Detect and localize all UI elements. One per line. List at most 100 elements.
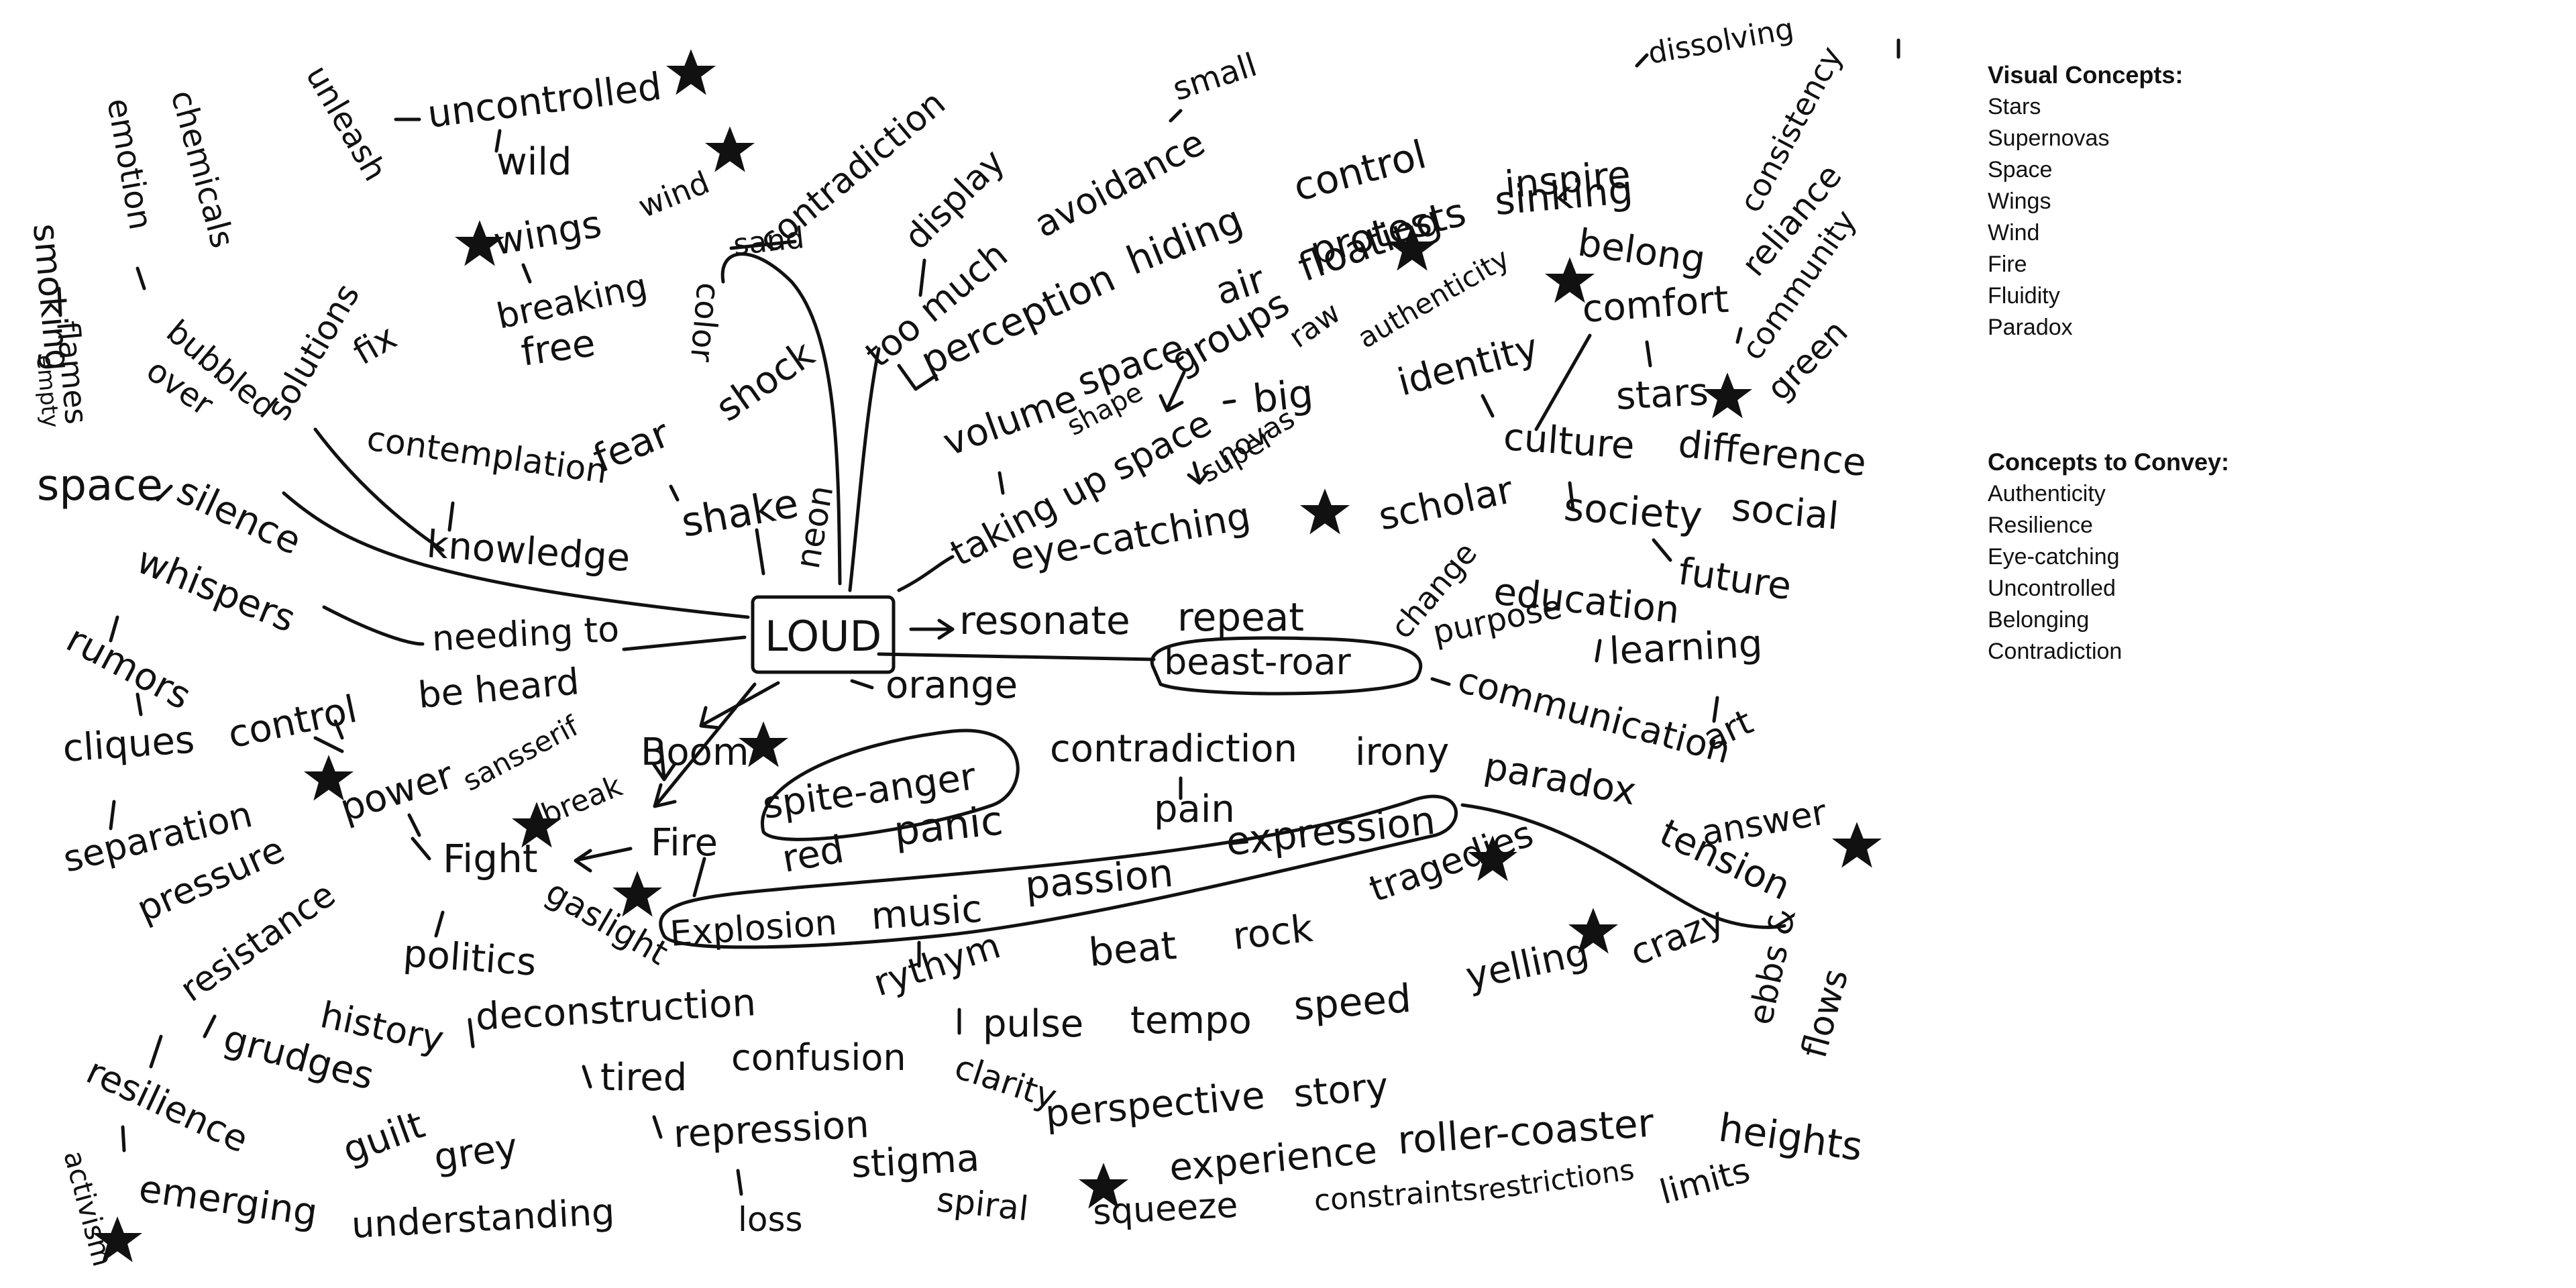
list-item: Fluidity	[1988, 283, 2060, 309]
word: flows	[1794, 965, 1857, 1062]
curve-tension	[1460, 803, 1786, 929]
tick-grudges	[203, 1014, 217, 1038]
arrow-fire	[653, 682, 757, 808]
tick-community	[1735, 327, 1743, 344]
word: pulse	[983, 1002, 1083, 1046]
word: cliques	[61, 718, 196, 771]
word: resonate	[959, 598, 1130, 643]
arrow-explosion	[692, 857, 706, 898]
word: space	[37, 461, 163, 511]
star-icon	[1301, 490, 1348, 533]
word: orange	[885, 663, 1018, 707]
arrow-resonate	[909, 619, 955, 640]
list-item: Wind	[1988, 220, 2040, 246]
word: perspective	[1044, 1074, 1267, 1136]
word: repeat	[1177, 594, 1304, 640]
word: crazy	[1624, 898, 1730, 974]
word: roller-coaster	[1396, 1099, 1655, 1163]
word: emerging	[136, 1167, 320, 1235]
word: free	[519, 321, 598, 375]
list-item: Eye-catching	[1988, 544, 2120, 570]
tick-resilience	[121, 1125, 126, 1152]
word: contradiction	[1050, 727, 1297, 771]
star-icon	[1704, 374, 1751, 417]
center-word: LOUD	[765, 612, 881, 661]
word: scholar	[1375, 468, 1517, 539]
word: beat	[1087, 922, 1178, 975]
word: small	[1168, 46, 1261, 109]
word: spiral	[935, 1180, 1030, 1228]
line-solutions	[313, 427, 445, 552]
word: solutions	[258, 277, 367, 427]
word: Boom	[641, 731, 749, 774]
word: rumors	[59, 617, 198, 718]
connectors	[57, 38, 1900, 1196]
word: break	[537, 769, 627, 832]
word: ebbs &	[1741, 905, 1803, 1028]
word: emotion	[99, 95, 159, 232]
star-icon	[1833, 823, 1880, 867]
word: restrictions	[1476, 1153, 1636, 1208]
list-item: Stars	[1988, 94, 2041, 119]
tick-deconstruction	[468, 1018, 475, 1049]
word: society	[1562, 484, 1704, 539]
word: pain	[1154, 788, 1235, 831]
word: Fire	[651, 821, 718, 865]
tick-display	[918, 258, 926, 297]
word: experience	[1168, 1128, 1379, 1190]
word: red	[779, 828, 847, 881]
tick-contemplation	[447, 501, 455, 532]
line-knowledge	[282, 491, 750, 619]
list-item: Space	[1988, 157, 2053, 182]
tick-taking-up	[998, 471, 1005, 495]
word: shock	[708, 332, 823, 431]
word: flames	[50, 319, 95, 425]
tick-culture	[1481, 394, 1495, 418]
word: deconstruction	[474, 981, 757, 1039]
tick-communication	[1430, 677, 1451, 686]
tick-big	[1222, 399, 1236, 405]
tick-emotion	[136, 266, 146, 290]
tick-smoking-flames	[57, 286, 62, 317]
concepts-to-convey-heading: Concepts to Convey:	[1988, 448, 2230, 476]
word: difference	[1676, 422, 1868, 485]
word: contemplation	[364, 419, 609, 491]
word: beast-roar	[1164, 641, 1352, 683]
tick-repression	[652, 1115, 663, 1139]
list-item: Belonging	[1988, 607, 2090, 633]
line-orange	[850, 679, 874, 690]
word: big	[1250, 370, 1315, 422]
word: unleash	[299, 59, 394, 187]
word: activism	[57, 1147, 119, 1270]
word: chemicals	[163, 87, 241, 252]
tick-tired	[582, 1065, 592, 1089]
word: belong	[1575, 221, 1708, 282]
word: sand	[732, 221, 806, 262]
word: expression	[1224, 798, 1437, 865]
arrow-shape	[1159, 370, 1186, 413]
word: music	[869, 888, 983, 938]
visual-concepts-list: Stars Supernovas Space Wings Wind Fire F…	[1988, 91, 2538, 343]
word: shake	[678, 480, 802, 546]
word: grey	[431, 1125, 521, 1180]
tick-breaking	[521, 263, 532, 284]
word: stigma	[850, 1136, 980, 1187]
word: loss	[738, 1200, 803, 1239]
tick-learning	[1595, 639, 1602, 663]
tick-fear	[669, 484, 680, 502]
tick-wild	[494, 129, 502, 153]
tick-future	[1652, 538, 1672, 562]
words: LOUD smoking emotion chemicals unleash u…	[25, 12, 1868, 1270]
word: control	[224, 688, 360, 757]
tick-dissolving	[1635, 53, 1649, 68]
arrow-taking-up	[897, 555, 955, 592]
line-shake	[755, 528, 765, 576]
arrow-perception	[897, 364, 938, 391]
tick-art	[1712, 696, 1719, 723]
list-item: Paradox	[1988, 315, 2073, 340]
line-to-beast	[877, 652, 1156, 661]
concepts-to-convey-list: Authenticity Resilience Eye-catching Unc…	[1988, 478, 2538, 667]
list-item: Fire	[1988, 252, 2027, 277]
word: empty	[31, 354, 64, 429]
word: speed	[1292, 975, 1413, 1029]
